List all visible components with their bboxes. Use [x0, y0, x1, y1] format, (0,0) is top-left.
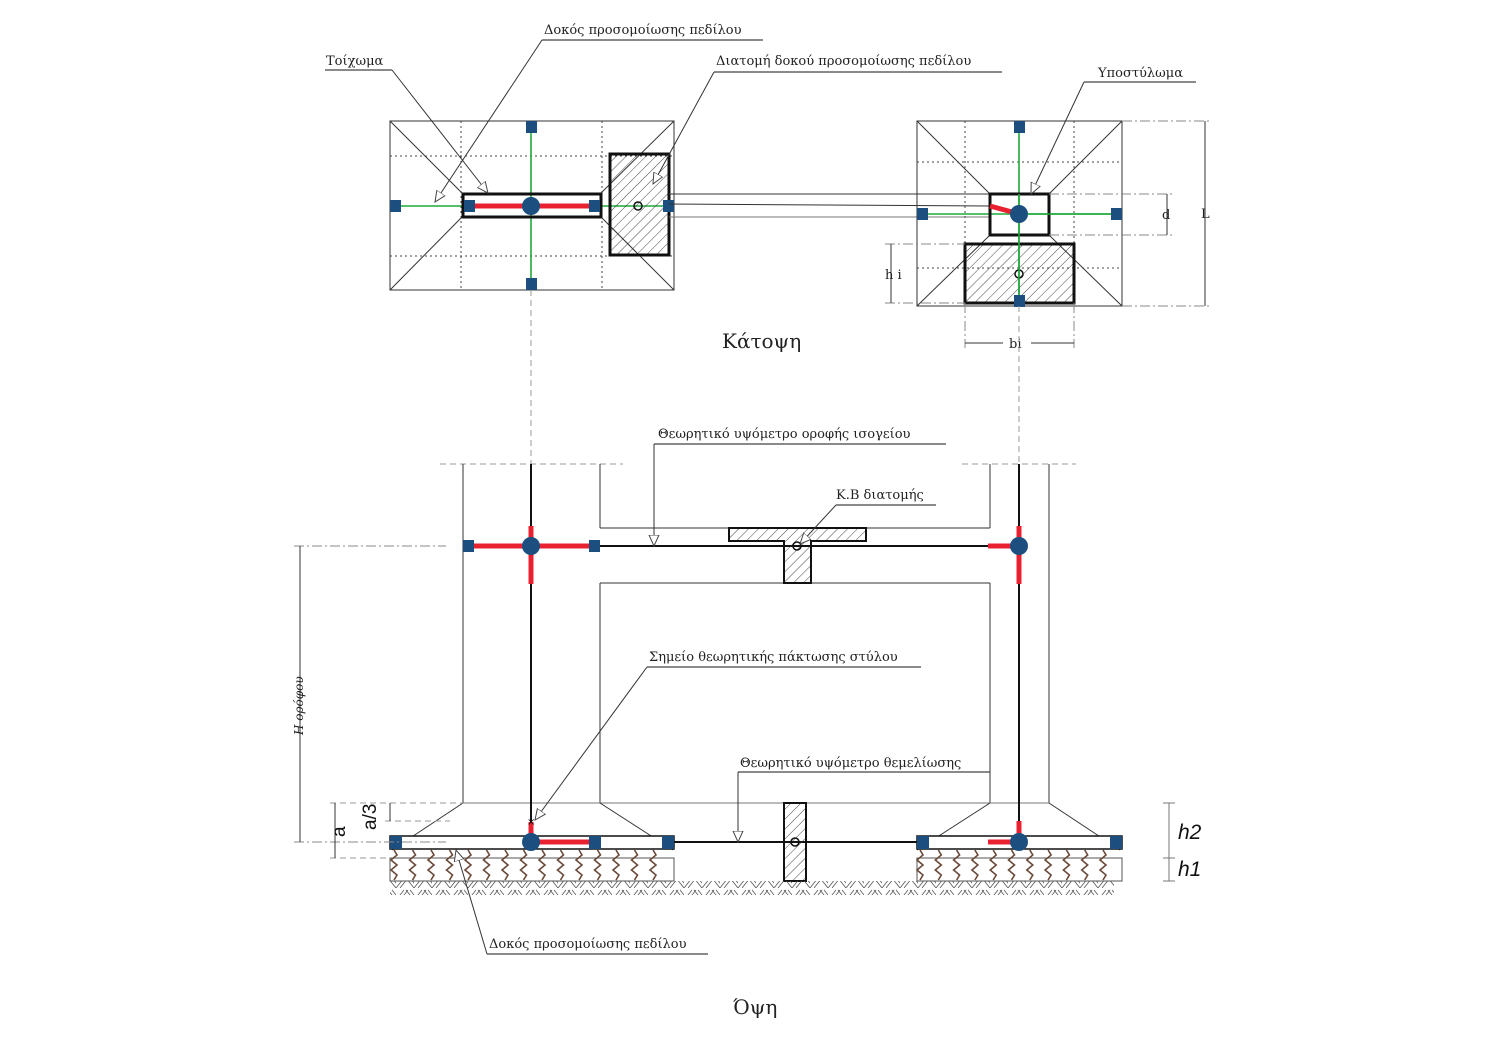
footing-beam-section: [608, 152, 671, 257]
soil-hatch: [390, 881, 1114, 895]
centroid-marker: [792, 541, 802, 551]
plan-view-title: Κάτοψη: [722, 329, 801, 353]
spring-icon: [537, 849, 547, 881]
rigid-link: [989, 203, 1013, 215]
node-square: [589, 200, 600, 212]
node-square: [1014, 295, 1025, 307]
spring-icon: [445, 849, 454, 881]
label-column: Υποστύλωμα: [1097, 66, 1183, 81]
spring-icon: [1080, 849, 1089, 881]
label-section-centroid: Κ.Β διατομής: [836, 488, 924, 503]
plan-annotations: Τοίχωμα Δοκός προσομοίωσης πεδίλου Διατο…: [325, 23, 1196, 202]
label-footing-beam-plan: Δοκός προσομοίωσης πεδίλου: [544, 23, 742, 38]
spring-icon: [1098, 849, 1108, 881]
spring-icon: [482, 849, 491, 881]
spring-icon: [463, 849, 473, 881]
label-footing-beam-section: Διατομή δοκού προσομοίωσης πεδίλου: [716, 54, 971, 69]
spring-icon: [648, 849, 658, 881]
spring-icon: [408, 849, 417, 881]
wall-section: [461, 192, 603, 219]
elevation-annotations: Θεωρητικό υψόμετρο οροφής ισογείου Κ.Β δ…: [456, 427, 990, 955]
label-footing-beam-elevation: Δοκός προσομοίωσης πεδίλου: [489, 937, 687, 952]
tie-beam-plan: [668, 193, 991, 218]
node-square: [390, 200, 401, 212]
node-square: [526, 278, 537, 290]
spring-icon: [574, 849, 584, 881]
soil-springs: [389, 849, 1108, 881]
dim-h2: h2: [1178, 821, 1202, 844]
node-square: [1014, 121, 1025, 133]
dim-h-i: h i: [885, 268, 902, 283]
dim-d: d: [1162, 208, 1170, 223]
wall-footing-plan: [389, 120, 675, 291]
spring-icon: [1007, 849, 1016, 881]
plan-view: L d h i bi Τοίχωμα Δοκός προσομοίωσης πε…: [325, 23, 1210, 353]
dim-L: L: [1201, 207, 1210, 222]
spring-icon: [593, 849, 602, 881]
centroid-marker: [790, 837, 800, 847]
plan-dimensions: L d h i bi: [885, 120, 1210, 352]
spring-icon: [1025, 849, 1035, 881]
node-square: [1111, 208, 1122, 220]
dim-a: a: [329, 826, 350, 837]
spring-icon: [389, 849, 399, 881]
label-foundation-level: Θεωρητικό υψόμετρο θεμελίωσης: [740, 756, 961, 771]
spring-icon: [611, 849, 621, 881]
fixity-point-icon: ×: [527, 817, 535, 828]
spring-icon: [426, 849, 436, 881]
node-square: [463, 540, 474, 552]
spring-icon: [988, 849, 998, 881]
spring-icon: [519, 849, 528, 881]
elevation-view: × H ορόφου a/3 a h2 h1: [292, 427, 1202, 1019]
column-node: [1010, 205, 1028, 223]
tie-beam-section: [783, 802, 807, 882]
node-square: [464, 200, 475, 212]
t-beam-section: [728, 527, 867, 584]
node-square: [526, 121, 537, 133]
elevation-view-title: Όψη: [733, 995, 777, 1019]
node-square: [589, 836, 601, 849]
label-fixity-point: Σημείο θεωρητικής πάκτωσης στύλου: [649, 650, 898, 665]
node-square: [917, 836, 929, 849]
spring-icon: [1043, 849, 1053, 881]
projection-lines: [530, 290, 1020, 466]
dim-a-third: a/3: [360, 804, 381, 830]
spring-icon: [970, 849, 980, 881]
spring-icon: [630, 849, 639, 881]
label-wall: Τοίχωμα: [326, 54, 384, 69]
spring-icon: [556, 849, 565, 881]
node-square: [662, 836, 674, 849]
roof-node-right: [1010, 537, 1028, 555]
node-square: [1110, 836, 1122, 849]
node-square: [390, 836, 402, 849]
elevation-dimensions: H ορόφου a/3 a h2 h1: [292, 545, 1202, 882]
spring-icon: [500, 849, 510, 881]
foundation-node-left: [522, 833, 540, 851]
dim-h1: h1: [1178, 858, 1201, 881]
spring-icon: [934, 849, 943, 881]
centroid-marker: [633, 201, 643, 211]
spring-icon: [915, 849, 925, 881]
node-square: [589, 540, 600, 552]
wall-node: [522, 197, 540, 215]
spring-icon: [952, 849, 961, 881]
roof-node-left: [522, 537, 540, 555]
foundation-node-right: [1010, 833, 1028, 851]
spring-icon: [1062, 849, 1071, 881]
label-roof-level: Θεωρητικό υψόμετρο οροφής ισογείου: [658, 427, 911, 442]
dim-b-i: bi: [1009, 337, 1021, 352]
node-square: [663, 200, 674, 212]
dim-storey-height: H ορόφου: [292, 676, 306, 736]
column-footing-plan: [916, 120, 1123, 307]
node-square: [917, 208, 928, 220]
